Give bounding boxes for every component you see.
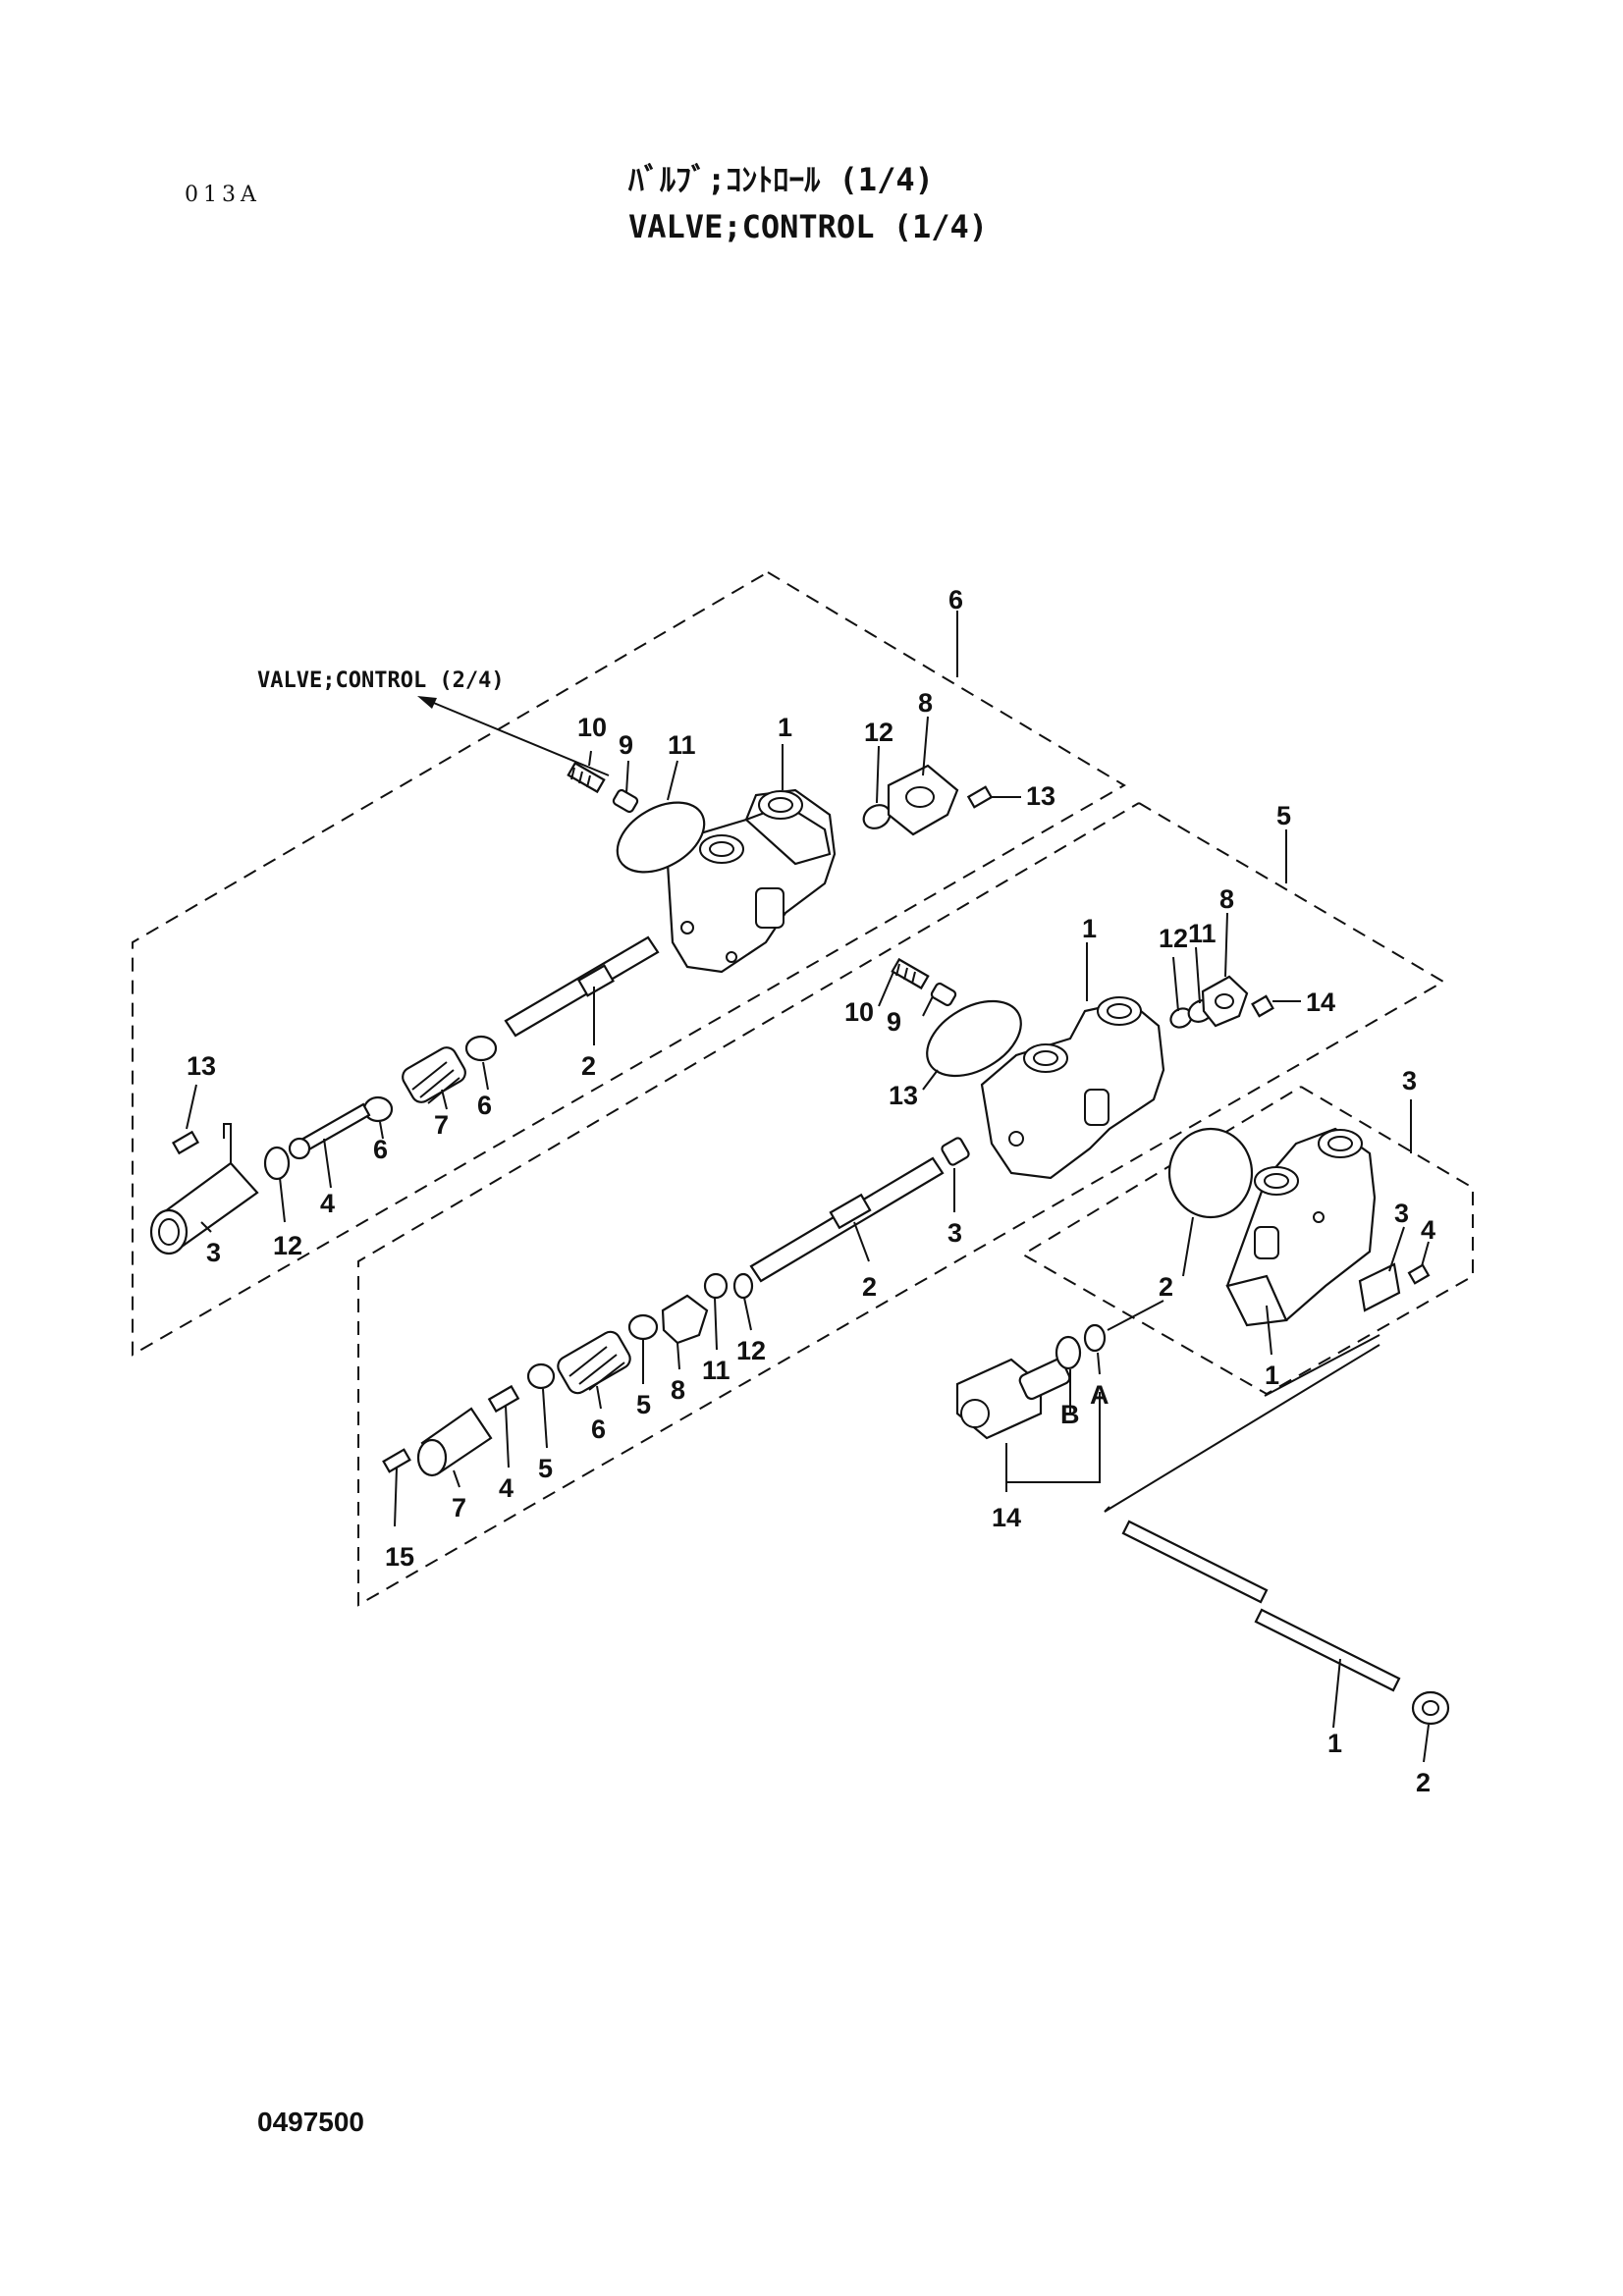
callout-group-5: 5 bbox=[1276, 801, 1291, 830]
plug-10-group5 bbox=[891, 957, 930, 990]
callout-seal-11-low: 11 bbox=[702, 1356, 730, 1385]
callout-flange-8-high: 8 bbox=[1219, 884, 1234, 914]
backup-ring-B bbox=[1055, 1335, 1082, 1370]
callout-plug-10-group5: 10 bbox=[844, 997, 874, 1027]
collar-5-low bbox=[627, 1313, 659, 1341]
reference-label-valve-control-2-4[interactable]: VALVE;CONTROL (2/4) bbox=[257, 668, 505, 693]
seal-11-low bbox=[703, 1272, 729, 1300]
callout-body-1-group3: 1 bbox=[1265, 1361, 1279, 1390]
cap-3 bbox=[149, 1161, 259, 1255]
callout-cap-3: 3 bbox=[206, 1238, 221, 1267]
page-title-japanese: ﾊﾞﾙﾌﾞ;ｺﾝﾄﾛｰﾙ (1/4) bbox=[628, 161, 934, 198]
callout-nut-3-group5: 3 bbox=[947, 1218, 962, 1248]
callout-relief-valve-14: 14 bbox=[992, 1503, 1021, 1532]
poppet-9-group5 bbox=[930, 982, 957, 1007]
oring-12-lower bbox=[263, 1146, 291, 1181]
callout-seat-6: 6 bbox=[373, 1135, 388, 1164]
page-code: 013A bbox=[185, 183, 261, 207]
callout-collar-5-mid: 5 bbox=[538, 1454, 553, 1483]
spool-2-group5 bbox=[749, 1156, 945, 1283]
callout-oring-12-upper: 12 bbox=[864, 718, 893, 747]
callout-flange-8-low: 8 bbox=[671, 1375, 685, 1405]
callout-flange-8: 8 bbox=[918, 688, 933, 718]
spool-2 bbox=[504, 935, 660, 1038]
screw-14-group5 bbox=[1251, 994, 1274, 1018]
callout-screw-13-left: 13 bbox=[187, 1051, 216, 1081]
callout-collar-6: 6 bbox=[477, 1091, 492, 1120]
callout-poppet-9-group5: 9 bbox=[887, 1007, 901, 1037]
callout-spool-2-group5: 2 bbox=[862, 1272, 877, 1302]
callout-group-6: 6 bbox=[948, 585, 963, 614]
callout-bolt-4-group5: 4 bbox=[499, 1473, 514, 1503]
nut-2 bbox=[1411, 1690, 1450, 1726]
flange-8-high bbox=[1201, 975, 1249, 1028]
part-6-seat bbox=[362, 1095, 394, 1123]
assembly-group-5 bbox=[357, 802, 1445, 1607]
callout-body-1: 1 bbox=[778, 713, 792, 742]
callout-spring-7: 7 bbox=[434, 1110, 449, 1140]
drawing-number: 0497500 bbox=[257, 2107, 365, 2137]
callout-spring-6: 6 bbox=[591, 1415, 606, 1444]
callout-screw-14-group5: 14 bbox=[1306, 988, 1335, 1017]
callout-collar-5-low: 5 bbox=[636, 1390, 651, 1419]
part-6-collar bbox=[464, 1035, 498, 1062]
relief-valve-14 bbox=[955, 1358, 1071, 1440]
tie-rod-1 bbox=[1121, 1520, 1401, 1692]
oring-12-group5-low bbox=[732, 1272, 754, 1300]
callout-screw-4-group3: 4 bbox=[1421, 1215, 1435, 1245]
screw-13-left bbox=[171, 1130, 200, 1155]
flange-8-low bbox=[661, 1294, 709, 1345]
screw-13-right bbox=[966, 785, 994, 809]
callout-oring-A: A bbox=[1090, 1380, 1109, 1410]
callout-screw-13-right: 13 bbox=[1026, 781, 1055, 811]
callout-tie-rod-1: 1 bbox=[1327, 1729, 1342, 1758]
callout-body-1-group5: 1 bbox=[1082, 914, 1097, 943]
flange-8 bbox=[887, 764, 959, 836]
oring-11 bbox=[616, 801, 706, 874]
callout-group-3: 3 bbox=[1402, 1066, 1417, 1095]
callout-plug-10: 10 bbox=[577, 713, 607, 742]
tie-rod-assembly bbox=[1104, 1344, 1450, 1763]
spring-7 bbox=[402, 1046, 466, 1104]
plug-10 bbox=[567, 761, 606, 794]
callout-spool-2: 2 bbox=[581, 1051, 596, 1081]
cover-plate-3 bbox=[1358, 1262, 1401, 1312]
screw-15 bbox=[382, 1448, 411, 1473]
callout-bolt-4: 4 bbox=[320, 1189, 335, 1218]
oring-A bbox=[1083, 1323, 1107, 1353]
spring-6 bbox=[557, 1330, 631, 1395]
bolt-4-group5 bbox=[487, 1384, 520, 1414]
screw-4-group3 bbox=[1407, 1263, 1431, 1285]
callout-oring-11: 11 bbox=[668, 730, 696, 760]
page-title: VALVE;CONTROL (1/4) bbox=[628, 208, 989, 245]
callout-oring-12-lower: 12 bbox=[273, 1231, 302, 1260]
valve-body-1 bbox=[666, 788, 837, 974]
callout-nut-2: 2 bbox=[1416, 1768, 1431, 1797]
callout-cap-7: 7 bbox=[452, 1493, 466, 1522]
valve-body-1-group5 bbox=[980, 996, 1165, 1180]
assembly-group-3 bbox=[955, 1086, 1474, 1492]
callout-screw-15: 15 bbox=[385, 1542, 414, 1572]
oring-2-group3 bbox=[1167, 1127, 1254, 1219]
callout-oring-12-group5-high: 12 bbox=[1159, 924, 1188, 953]
bolt-4 bbox=[288, 1102, 371, 1160]
callout-oring-2-group3: 2 bbox=[1159, 1272, 1173, 1302]
collar-5-mid bbox=[526, 1362, 556, 1390]
callout-oring-12-group5-low: 12 bbox=[736, 1336, 766, 1365]
callout-poppet-9: 9 bbox=[619, 730, 633, 760]
callout-cover-3: 3 bbox=[1394, 1199, 1409, 1228]
poppet-9 bbox=[612, 788, 639, 814]
oring-13-group5 bbox=[926, 999, 1022, 1078]
callout-backup-ring-B: B bbox=[1060, 1400, 1080, 1429]
cap-7 bbox=[416, 1407, 493, 1477]
callout-seal-11-high: 11 bbox=[1188, 919, 1217, 948]
valve-body-1-group3 bbox=[1225, 1127, 1377, 1327]
callout-oring-13-group5: 13 bbox=[889, 1081, 918, 1110]
assembly-group-6 bbox=[132, 571, 1126, 1357]
part-3-nut-group5 bbox=[941, 1137, 970, 1166]
